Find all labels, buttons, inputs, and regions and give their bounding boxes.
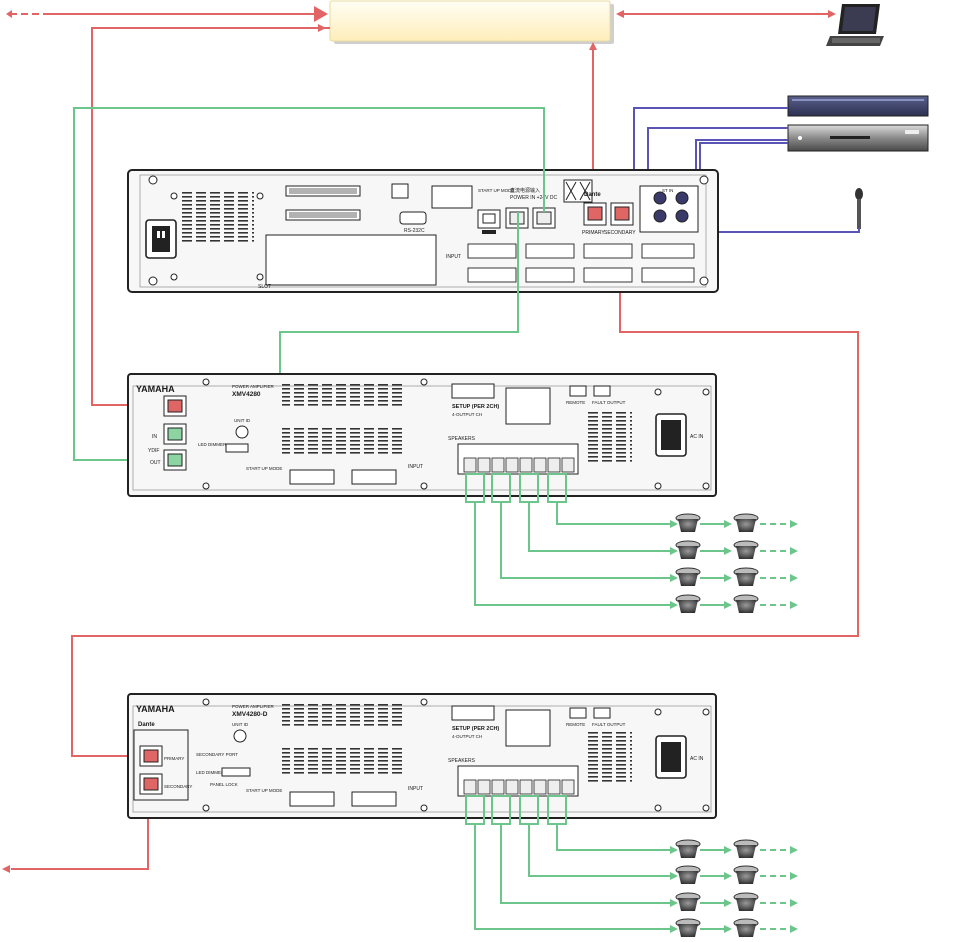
microphone-icon — [855, 188, 863, 229]
laptop-icon — [826, 4, 884, 46]
input-label-top: INPUT — [446, 254, 461, 260]
amp2-model: XMV4280-D — [232, 711, 268, 718]
amp1-unit: YAMAHA POWER AMPLIFIER XMV4280 IN YDIF O… — [127, 373, 717, 497]
primary-label-top: PRIMARY — [582, 230, 605, 236]
startup-mode-label: START UP MODE — [478, 188, 514, 193]
amp1-unitid-label: UNIT ID — [234, 418, 251, 423]
speaker-cables-amp1 — [465, 473, 792, 606]
st-in-label: ST IN — [662, 188, 673, 193]
speaker-icon — [675, 594, 701, 613]
speaker-icons-amp2 — [675, 839, 759, 937]
dante-label-top: Dante — [584, 192, 601, 198]
speaker-icon — [675, 918, 701, 937]
amp2-input-label: INPUT — [408, 786, 423, 792]
amp1-brand: YAMAHA — [136, 384, 175, 394]
speaker-icon — [733, 918, 759, 937]
rs232c-label: RS-232C — [404, 228, 425, 234]
power-in-label: POWER IN +24V DC — [510, 195, 557, 201]
speaker-icon — [733, 865, 759, 884]
speaker-icon — [733, 540, 759, 559]
slot-label: SLOT — [258, 284, 271, 290]
speaker-cables-amp2 — [465, 795, 792, 930]
speaker-icon — [675, 567, 701, 586]
speaker-icon — [733, 513, 759, 532]
amp2-primary: PRIMARY — [164, 756, 184, 761]
speaker-icon — [733, 594, 759, 613]
amp1-in-label: IN — [152, 434, 157, 440]
speaker-arrowheads-amp1 — [670, 520, 798, 609]
amp1-startup-mode: START UP MODE — [246, 466, 282, 471]
cd-player — [787, 124, 929, 152]
amp1-model: XMV4280 — [232, 391, 261, 398]
amp1-remote: REMOTE — [566, 400, 585, 405]
amp2-startup: START UP MODE — [246, 788, 282, 793]
amp1-out-label: OUT — [150, 460, 161, 466]
speaker-icon — [675, 892, 701, 911]
secondary-label-top: SECONDARY — [604, 230, 636, 236]
amp1-acin-label: AC IN — [690, 434, 704, 440]
amp2-led-dimmer: LED DIMMER — [196, 770, 225, 775]
speaker-icon — [675, 540, 701, 559]
amp1-subtitle: POWER AMPLIFIER — [232, 384, 275, 389]
audio-device-1 — [787, 95, 929, 117]
amp2-subtitle: POWER AMPLIFIER — [232, 704, 275, 709]
network-switch — [329, 0, 614, 44]
amp2-fault: FAULT OUTPUT — [592, 722, 626, 727]
amp2-unitid-label: UNIT ID — [232, 722, 249, 727]
amp2-secport-label: SECONDARY PORT — [196, 752, 238, 757]
speaker-icon — [675, 839, 701, 858]
amp1-setup-label: SETUP (PER 2CH) — [452, 404, 499, 410]
amp2-brand: YAMAHA — [136, 704, 175, 714]
amp2-secondary: SECONDARY — [164, 784, 192, 789]
amp2-unit: YAMAHA POWER AMPLIFIER XMV4280-D Dante P… — [127, 693, 717, 819]
amp2-dante: Dante — [138, 722, 155, 728]
amp2-panel-lock: PANEL LOCK — [210, 782, 238, 787]
speaker-icon — [733, 567, 759, 586]
speaker-icon — [733, 892, 759, 911]
amp1-input-label: INPUT — [408, 464, 423, 470]
amp2-setup-label: SETUP (PER 2CH) — [452, 726, 499, 732]
speaker-icons-amp1 — [675, 513, 759, 613]
amp2-outputch: 4-OUTPUT CH — [452, 734, 482, 739]
top-unit: SLOT RS-232C START UP MODE POWER IN +24V… — [127, 169, 719, 293]
amp1-outputch: 4-OUTPUT CH — [452, 412, 482, 417]
amp2-remote: REMOTE — [566, 722, 585, 727]
amp2-acin-label: AC IN — [690, 756, 704, 762]
amp1-ydif-label: YDIF — [148, 448, 159, 454]
amp1-led-dimmer: LED DIMMER — [198, 442, 227, 447]
amp1-fault: FAULT OUTPUT — [592, 400, 626, 405]
power-in-jp-label: 直流电源输入 — [510, 187, 540, 194]
speaker-arrowheads-amp2 — [670, 846, 798, 933]
speaker-icon — [675, 513, 701, 532]
speaker-icon — [733, 839, 759, 858]
amp1-speakers-label: SPEAKERS — [448, 436, 476, 442]
amp2-speakers-label: SPEAKERS — [448, 758, 476, 764]
speaker-icon — [675, 865, 701, 884]
